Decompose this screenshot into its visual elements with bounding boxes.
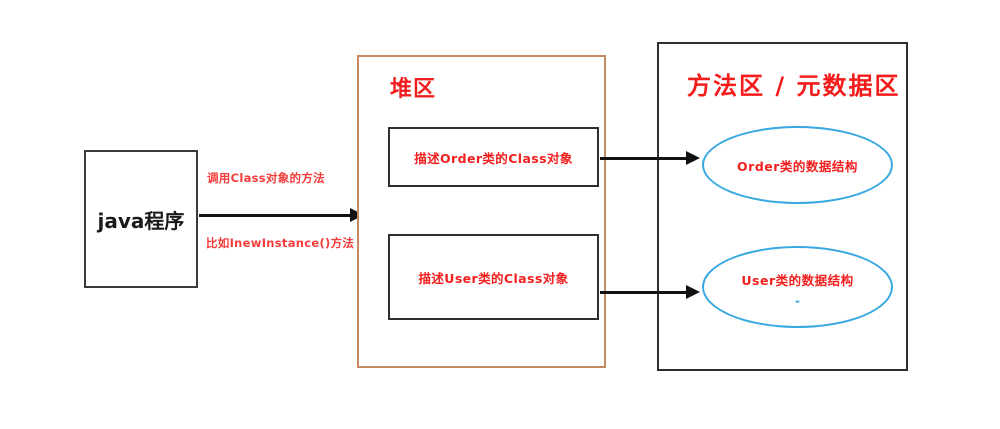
java-program-label: java程序 [97,208,185,233]
class-object-box-order-label: 描述Order类的Class对象 [414,150,573,166]
class-object-box-order: 描述Order类的Class对象 [388,127,599,187]
arrow-java-to-heap-line [199,214,354,217]
arrow-label-call-class-method: 调用Class对象的方法 [207,171,325,185]
arrow-user-to-ellipse-line [600,291,690,294]
class-object-box-user-label: 描述User类的Class对象 [418,270,569,286]
arrow-user-to-ellipse-head-icon [686,285,700,299]
arrow-label-new-instance-method: 比如InewInstance()方法 [206,236,355,250]
data-structure-ellipse-user: User类的数据结构 - [702,246,893,328]
java-program-box: java程序 [84,150,198,288]
arrow-order-to-ellipse-head-icon [686,151,700,165]
data-structure-ellipse-user-label: User类的数据结构 [741,272,854,288]
heap-area-panel: 堆区 [357,55,606,368]
class-object-box-user: 描述User类的Class对象 [388,234,599,320]
data-structure-ellipse-user-artifact: - [795,293,800,308]
method-area-title: 方法区 / 元数据区 [687,72,901,100]
arrow-order-to-ellipse-line [600,157,690,160]
data-structure-ellipse-order-label: Order类的数据结构 [737,158,858,174]
heap-area-title: 堆区 [390,77,437,102]
data-structure-ellipse-order: Order类的数据结构 [702,126,893,204]
